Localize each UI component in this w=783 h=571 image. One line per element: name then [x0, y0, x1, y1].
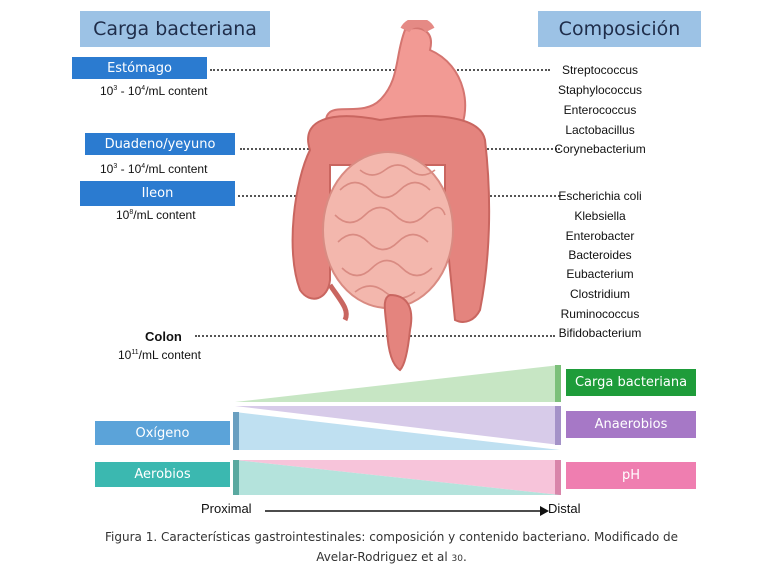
bacteria-item: Bacteroides: [545, 248, 655, 262]
label-carga-bacteriana: Carga bacteriana: [566, 369, 696, 396]
bacteria-item: Klebsiella: [545, 209, 655, 223]
content-colon: 1011/mL content: [118, 348, 201, 362]
content-estomago: 103 - 104/mL content: [100, 84, 207, 98]
bacteria-item: Streptococcus: [545, 63, 655, 77]
label-anaerobios: Anaerobios: [566, 411, 696, 438]
gradient-wedges: [230, 360, 565, 500]
bacteria-item: Ruminococcus: [545, 307, 655, 321]
bacteria-item: Enterococcus: [545, 103, 655, 117]
header-composicion: Composición: [538, 11, 701, 47]
label-colon: Colon: [145, 329, 182, 344]
label-estomago: Estómago: [72, 57, 207, 79]
content-duadeno: 103 - 104/mL content: [100, 162, 207, 176]
content-ileon: 108/mL content: [116, 208, 196, 222]
digestive-tract-illustration: [270, 20, 510, 375]
label-ph: pH: [566, 462, 696, 489]
bacteria-item: Lactobacillus: [545, 123, 655, 137]
header-carga-bacteriana: Carga bacteriana: [80, 11, 270, 47]
bacteria-item: Clostridium: [545, 287, 655, 301]
bacteria-item: Corynebacterium: [545, 142, 655, 156]
bacteria-item: Staphylococcus: [545, 83, 655, 97]
bacteria-item: Eubacterium: [545, 267, 655, 281]
axis-arrow: [265, 504, 550, 518]
label-oxigeno: Oxígeno: [95, 421, 230, 445]
axis-distal: Distal: [548, 501, 581, 516]
axis-proximal: Proximal: [201, 501, 252, 516]
bacteria-item: Enterobacter: [545, 229, 655, 243]
label-ileon: Ileon: [80, 181, 235, 206]
bacteria-item: Escherichia coli: [545, 189, 655, 203]
caption-line-2: Avelar-Rodriguez et al 30.: [0, 547, 783, 569]
figure-caption: Figura 1. Características gastrointestin…: [0, 527, 783, 569]
caption-line-1: Figura 1. Características gastrointestin…: [0, 527, 783, 547]
label-duadeno-yeyuno: Duadeno/yeyuno: [85, 133, 235, 155]
label-aerobios: Aerobios: [95, 462, 230, 487]
bacteria-item: Bifidobacterium: [545, 326, 655, 340]
